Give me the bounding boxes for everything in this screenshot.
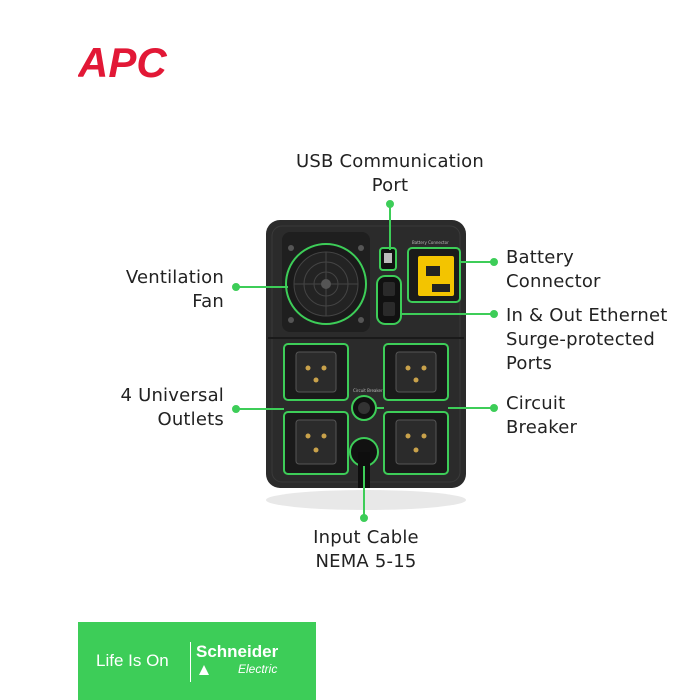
outlets-label-line-2: Outlets — [157, 409, 224, 430]
apc-logo: APC — [78, 40, 167, 84]
universal-outlets-label: 4 Universal Outlets — [80, 384, 224, 432]
fan-label-line-2: Fan — [192, 291, 224, 312]
schneider-electric-mark-icon — [199, 665, 209, 675]
battery-connector-icon — [407, 247, 461, 303]
ethernet-ports-label: In & Out Ethernet Surge-protected Ports — [506, 304, 696, 376]
device-shadow — [266, 490, 466, 510]
circuit-breaker-icon — [351, 395, 377, 421]
circuit-breaker-label: Circuit Breaker — [506, 392, 686, 440]
usb-port-label: USB Communication Port — [290, 150, 490, 198]
fan-label-line-1: Ventilation — [125, 267, 224, 288]
cable-label-line-2: NEMA 5-15 — [315, 551, 417, 572]
callout-lines — [232, 200, 498, 522]
ethernet-label-line-2: Surge-protected — [506, 329, 655, 350]
cable-callout-dot — [360, 514, 368, 522]
universal-outlet-icon — [283, 411, 349, 475]
usb-port-icon — [379, 247, 397, 271]
ventilation-fan-label: Ventilation Fan — [80, 266, 224, 314]
universal-outlet-icon — [283, 343, 349, 401]
outlets-callout-dot — [232, 405, 240, 413]
ethernet-ports-icon — [376, 275, 402, 325]
schneider-footer-banner: Life Is On Schneider Electric — [78, 622, 316, 700]
ethernet-callout-dot — [490, 310, 498, 318]
usb-label-line-2: Port — [371, 175, 409, 196]
input-cable-icon — [349, 437, 379, 488]
breaker-label-line-1: Circuit — [506, 393, 566, 414]
fan-callout-dot — [232, 283, 240, 291]
battery-label-line-2: Connector — [506, 271, 601, 292]
battery-connector-label: Battery Connector — [506, 246, 686, 294]
outlets-label-line-1: 4 Universal — [120, 385, 224, 406]
circuit-breaker-device-label: Circuit Breaker — [353, 388, 383, 393]
battery-label-line-1: Battery — [506, 247, 575, 268]
universal-outlet-icon — [383, 411, 449, 475]
breaker-label-line-2: Breaker — [506, 417, 578, 438]
life-is-on-slogan: Life Is On — [96, 651, 169, 670]
schneider-brand: Schneider — [196, 642, 279, 661]
cable-label-line-1: Input Cable — [313, 527, 419, 548]
footer-divider — [190, 642, 191, 682]
schneider-electric-sub: Electric — [238, 662, 278, 676]
battery-callout-dot — [490, 258, 498, 266]
usb-callout-dot — [386, 200, 394, 208]
usb-label-line-1: USB Communication — [296, 151, 484, 172]
ethernet-label-line-3: Ports — [506, 353, 553, 374]
apc-logo-text: APC — [78, 40, 167, 84]
ventilation-fan-icon — [282, 232, 370, 332]
breaker-callout-dot — [490, 404, 498, 412]
universal-outlet-icon — [383, 343, 449, 401]
battery-connector-device-label: Battery Connector — [412, 240, 449, 245]
input-cable-label: Input Cable NEMA 5-15 — [266, 526, 466, 574]
ethernet-label-line-1: In & Out Ethernet — [506, 305, 668, 326]
